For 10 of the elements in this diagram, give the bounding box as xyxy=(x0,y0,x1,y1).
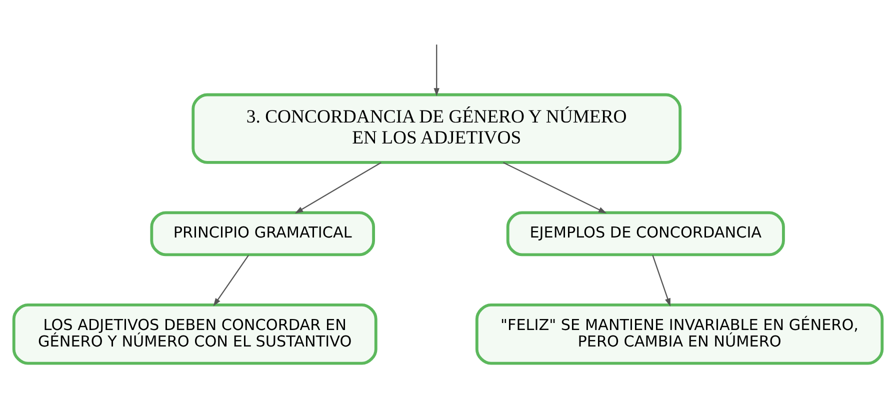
arrow xyxy=(213,254,250,306)
node-box: LOS ADJETIVOS DEBEN CONCORDAR EN GÉNERO Y NÚMERO CON EL SUSTANTIVO xyxy=(12,303,378,365)
arrow xyxy=(434,44,440,96)
arrow xyxy=(294,162,382,214)
node-box: EJEMPLOS DE CONCORDANCIA xyxy=(506,211,785,256)
arrow xyxy=(503,162,607,214)
node-box: 3. CONCORDANCIA DE GÉNERO Y NÚMERO EN LOS ADJETIVOS xyxy=(192,93,682,164)
node-box: PRINCIPIO GRAMATICAL xyxy=(150,211,375,256)
arrow xyxy=(652,255,670,307)
node-box: "FELIZ" SE MANTIENE INVARIABLE EN GÉNERO, PERO CAMBIA EN NÚMERO xyxy=(475,303,884,365)
